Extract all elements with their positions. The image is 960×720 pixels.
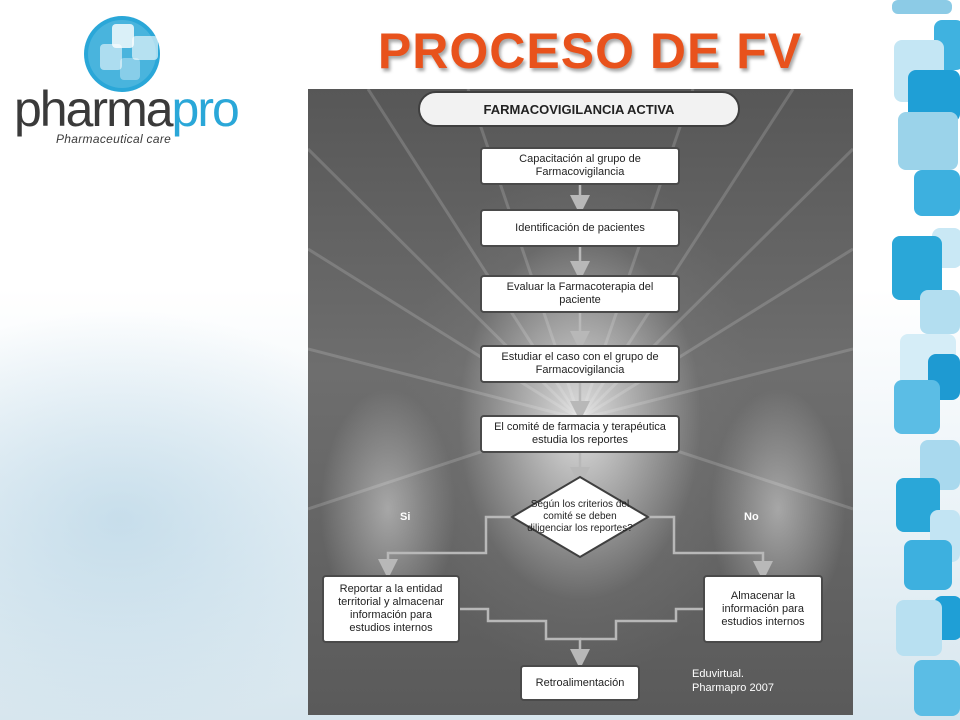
logo-tagline: Pharmaceutical care (56, 132, 172, 146)
decision-question: Según los criterios del comité se deben … (527, 499, 633, 534)
pharmapro-logo: pharmapro Pharmaceutical care (14, 14, 240, 146)
branch-label-yes: Si (400, 511, 411, 523)
background-light-rays (308, 89, 853, 511)
step-committee-review: El comité de farmacia y terapéutica estu… (480, 415, 680, 453)
step-training: Capacitación al grupo de Farmacovigilanc… (480, 147, 680, 185)
step-patient-identification: Identificación de pacientes (480, 209, 680, 247)
flowchart-header: FARMACOVIGILANCIA ACTIVA (418, 91, 740, 127)
step-evaluate-pharmacotherapy: Evaluar la Farmacoterapia del paciente (480, 275, 680, 313)
step-feedback: Retroalimentación (520, 665, 640, 701)
action-store-information: Almacenar la información para estudios i… (703, 575, 823, 643)
action-report-territorial: Reportar a la entidad territorial y alma… (322, 575, 460, 643)
decorative-blocks (892, 0, 960, 716)
credit-line-2: Pharmapro 2007 (692, 682, 774, 694)
logo-wordmark: pharmapro (14, 81, 240, 137)
step-study-case: Estudiar el caso con el grupo de Farmaco… (480, 345, 680, 383)
branch-label-no: No (744, 511, 759, 523)
diagram-credit: Eduvirtual. Pharmapro 2007 (692, 667, 774, 695)
flowchart-panel: FARMACOVIGILANCIA ACTIVA Capacitación al… (308, 89, 853, 715)
slide-title: PROCESO DE FV (377, 23, 803, 79)
credit-line-1: Eduvirtual. (692, 668, 744, 680)
flowchart-connectors (378, 185, 773, 669)
logo-emblem-icon (84, 16, 160, 92)
